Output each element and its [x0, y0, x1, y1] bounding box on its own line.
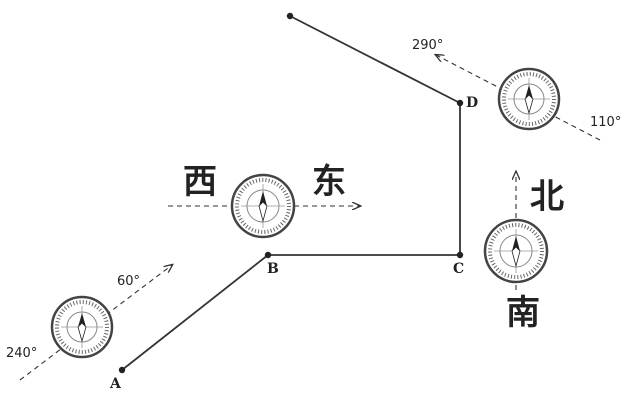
point-b-dot	[264, 251, 272, 259]
segment-d-end	[289, 15, 461, 104]
route-path	[121, 15, 461, 371]
east-label: 东	[312, 162, 346, 202]
point-d-label: D	[466, 95, 478, 111]
bearing-240-label: 240°	[6, 346, 37, 361]
bearing-60-line	[19, 265, 172, 381]
compass-icon	[497, 67, 561, 131]
point-a-dot	[118, 366, 126, 374]
route-end-dot	[286, 12, 294, 20]
point-a-label: A	[109, 376, 122, 392]
compass-icon	[50, 295, 114, 359]
point-c-label: C	[453, 261, 464, 277]
south-label: 南	[506, 293, 540, 333]
north-label: 北	[530, 177, 564, 217]
bearing-60-label: 60°	[117, 274, 140, 289]
segment-a-b	[121, 254, 269, 371]
point-d-dot	[456, 99, 464, 107]
compass-icon	[483, 218, 549, 284]
bearing-110-label: 110°	[590, 115, 621, 130]
compass-icon	[230, 173, 296, 239]
point-b-label: B	[267, 261, 279, 277]
west-label: 西	[183, 162, 217, 202]
bearing-290-label: 290°	[412, 38, 443, 53]
point-c-dot	[456, 251, 464, 259]
